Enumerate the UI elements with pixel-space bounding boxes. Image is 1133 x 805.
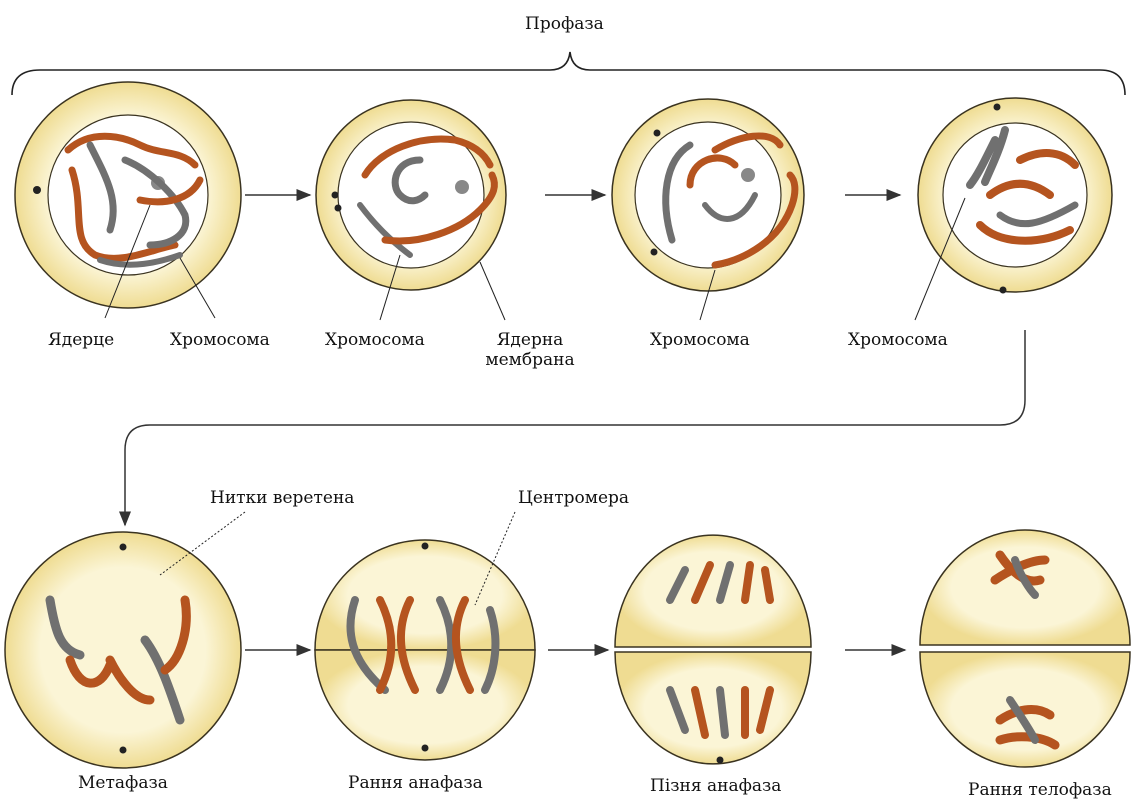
- label-chromosome-1: Хромосома: [170, 330, 270, 350]
- early-telophase-cell: [920, 530, 1130, 767]
- metaphase-cell: [5, 532, 241, 768]
- label-metaphase: Метафаза: [78, 773, 168, 793]
- label-early-telophase: Рання телофаза: [968, 780, 1112, 800]
- label-late-anaphase: Пізня анафаза: [650, 776, 781, 796]
- prophase-cell-3: [612, 99, 804, 291]
- label-spindle-fibers: Нитки веретена: [210, 488, 354, 508]
- early-anaphase-cell: [315, 540, 535, 760]
- label-chromosome-2: Хромосома: [325, 330, 425, 350]
- late-anaphase-cell: [615, 535, 811, 764]
- label-early-anaphase: Рання анафаза: [348, 773, 483, 793]
- label-nuclear-membrane: Ядерна мембрана: [480, 330, 580, 370]
- prophase-cell-4: [918, 98, 1112, 294]
- label-chromosome-4: Хромосома: [848, 330, 948, 350]
- label-centromere: Центромера: [518, 488, 629, 508]
- prophase-cell-2: [316, 100, 506, 290]
- label-chromosome-3: Хромосома: [650, 330, 750, 350]
- label-nucleolus: Ядерце: [48, 330, 114, 350]
- prophase-cell-1: [15, 82, 241, 308]
- prophase-title: Профаза: [525, 14, 604, 34]
- centrosome-dot: [33, 186, 41, 194]
- prophase-brace: [12, 52, 1125, 95]
